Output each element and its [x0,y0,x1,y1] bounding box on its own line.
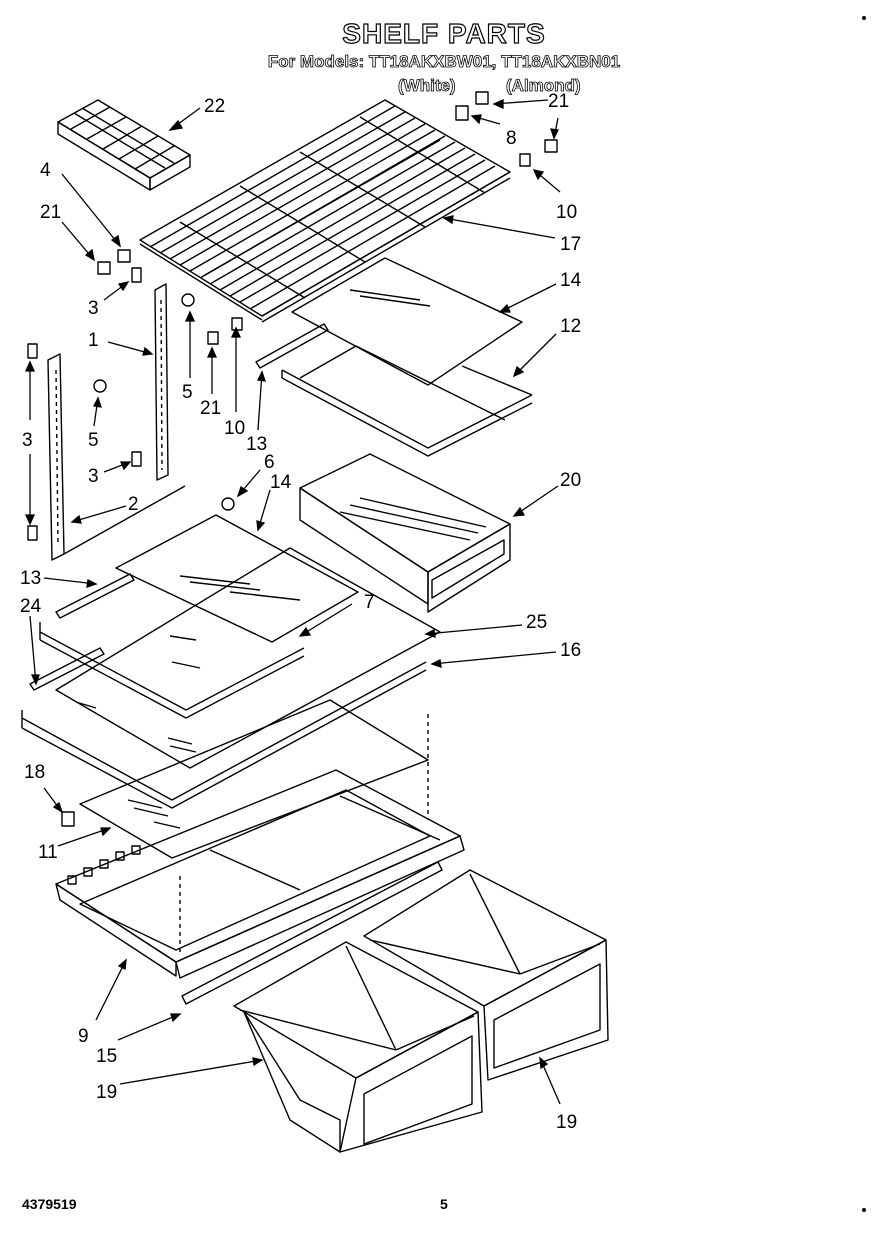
callout-5-left: 5 [88,430,99,451]
callout-8: 8 [506,128,517,149]
callout-22: 22 [204,96,225,117]
callout-25: 25 [526,612,547,633]
clip-parts-top [455,91,558,167]
callout-2: 2 [128,494,139,515]
wire-shelf-part [139,99,511,323]
callout-10-top: 10 [556,202,577,223]
page-number: 5 [440,1196,448,1212]
callout-4: 4 [40,160,51,181]
ladder-rail-left-part [27,343,186,561]
deli-pan-part [299,453,511,613]
callout-21-top: 21 [548,91,569,112]
shelf-rail-upper-part [255,323,329,369]
crisper-cover-frame-part [55,769,465,979]
ice-tray-part [57,99,191,191]
callout-20: 20 [560,470,581,491]
document-number: 4379519 [22,1196,77,1212]
shelf-frame-upper-part [281,345,533,457]
glass-shelf-lower-part [115,514,359,643]
crisper-glass-part [79,699,429,859]
crisper-rail-part [181,861,443,1005]
corner-mark-top-right [862,16,866,20]
shelf-frame-lower-part [29,573,305,719]
crisper-drawer-left-part [233,941,483,1153]
crisper-drawer-right-part [363,869,609,1081]
callout-14-top: 14 [560,270,582,291]
color-almond-label: (Almond) [506,76,581,96]
callout-14-bottom: 14 [270,472,292,493]
callout-9: 9 [78,1026,89,1047]
glass-shelf-upper-part [291,257,523,386]
crisper-clip-part [61,811,75,827]
callout-3-left: 3 [22,430,33,451]
callout-6: 6 [264,452,275,473]
callout-1: 1 [88,330,99,351]
corner-mark-bottom-right [862,1208,866,1212]
callout-16: 16 [560,640,581,661]
callout-7: 7 [364,592,375,613]
callout-11: 11 [38,842,58,863]
callout-21-left: 21 [40,202,61,223]
callout-10-mid: 10 [224,418,245,439]
color-white-label: (White) [398,76,456,96]
page-title: SHELF PARTS [342,17,546,49]
models-line: For Models: TT18AKXBW01, TT18AKXBN01 [267,52,621,72]
callout-13-upper: 13 [246,434,267,455]
callout-15: 15 [96,1046,117,1067]
callout-12: 12 [560,316,581,337]
callout-24: 24 [20,596,42,617]
callout-3-upper: 3 [88,298,99,319]
ladder-rail-right-part [131,267,169,481]
callout-3-lower: 3 [88,466,99,487]
callout-21-mid: 21 [200,398,221,419]
callout-18: 18 [24,762,45,783]
callout-13-lower: 13 [20,568,41,589]
crisper-cover-glass-part [21,547,441,809]
callout-5-right: 5 [182,382,193,403]
callout-19-left: 19 [96,1082,117,1103]
callout-19-right: 19 [556,1112,577,1133]
callout-17: 17 [560,234,581,255]
